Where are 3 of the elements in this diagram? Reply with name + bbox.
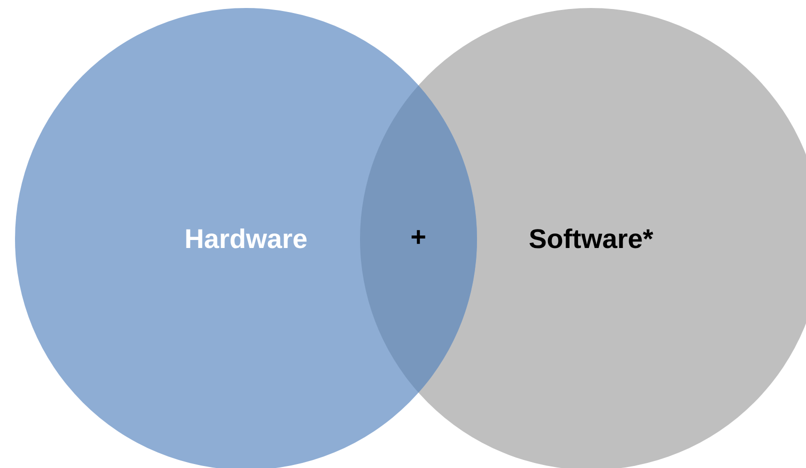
circle-label: Software*	[528, 224, 654, 254]
plus-sign: +	[410, 222, 426, 252]
circle-label: Hardware	[184, 224, 308, 254]
